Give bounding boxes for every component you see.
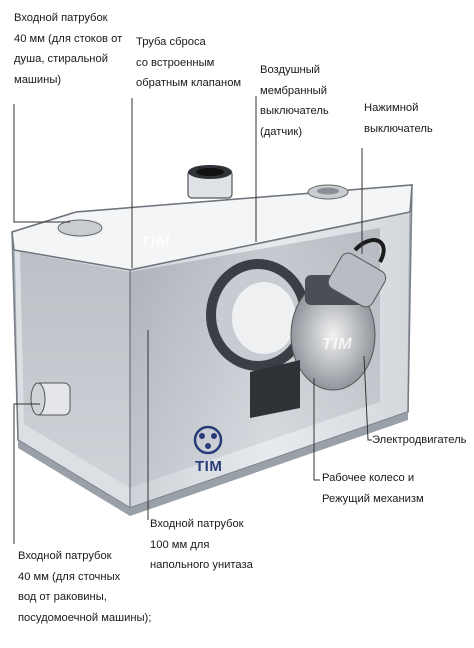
label-line: Входной патрубок: [18, 550, 112, 562]
label-line: Входной патрубок: [14, 12, 108, 24]
label-line: 100 мм для: [150, 538, 210, 551]
label-line: обратным клапаном: [136, 77, 242, 89]
label-line: Труба сброса: [136, 36, 206, 48]
label-impeller: Рабочее колесо и Режущий механизм: [322, 468, 424, 509]
label-line: выключатель: [260, 105, 329, 117]
pressure-switch: [327, 252, 387, 308]
label-discharge-pipe: Труба сброса со встроенным обратным клап…: [136, 32, 241, 94]
label-line: душа, стиральной: [14, 53, 108, 65]
label-line: вод от раковины,: [18, 591, 107, 603]
label-line: со встроенным: [136, 56, 215, 69]
leader-motor: [363, 355, 372, 441]
watermark-tim-top: TIM: [140, 234, 171, 251]
label-line: 40 мм (для стоков от: [14, 32, 123, 45]
label-push-switch: Нажимной выключатель: [364, 98, 433, 139]
label-line: посудомоечной машины);: [18, 611, 152, 624]
top-port-left: [57, 219, 103, 237]
tank-side: [13, 249, 131, 510]
leader-inlet-40-shower: [13, 104, 70, 223]
label-line: Нажимной: [364, 102, 419, 114]
label-line: мембранный: [260, 84, 327, 97]
label-motor: Электродвигатель: [372, 430, 467, 451]
cable: [353, 238, 386, 263]
label-line: выключатель: [364, 122, 433, 135]
mount-bracket: [250, 360, 300, 418]
label-air-switch: Воздушный мембранный выключатель (датчик…: [260, 60, 329, 142]
label-line: (датчик): [260, 125, 303, 138]
label-line: напольного унитаза: [150, 559, 253, 571]
label-inlet-100-toilet: Входной патрубок 100 мм для напольного у…: [150, 514, 253, 576]
leader-lines: [13, 96, 372, 544]
label-line: Входной патрубок: [150, 518, 244, 530]
logo-text: TIM: [195, 458, 223, 475]
leader-inlet-40-sink: [13, 403, 40, 544]
label-inlet-40-sink: Входной патрубок 40 мм (для сточных вод …: [18, 546, 151, 628]
label-line: машины): [14, 73, 62, 86]
label-line: Воздушный: [260, 64, 321, 76]
label-line: Режущий механизм: [322, 492, 424, 505]
label-line: Рабочее колесо и: [322, 472, 415, 484]
leader-impeller: [313, 378, 320, 481]
label-line: Электродвигатель: [372, 434, 467, 446]
label-inlet-40-shower: Входной патрубок 40 мм (для стоков от ду…: [14, 8, 122, 90]
logo-mark: [193, 425, 223, 455]
label-line: 40 мм (для сточных: [18, 570, 121, 583]
watermark-tim-motor: TIM: [322, 336, 353, 353]
